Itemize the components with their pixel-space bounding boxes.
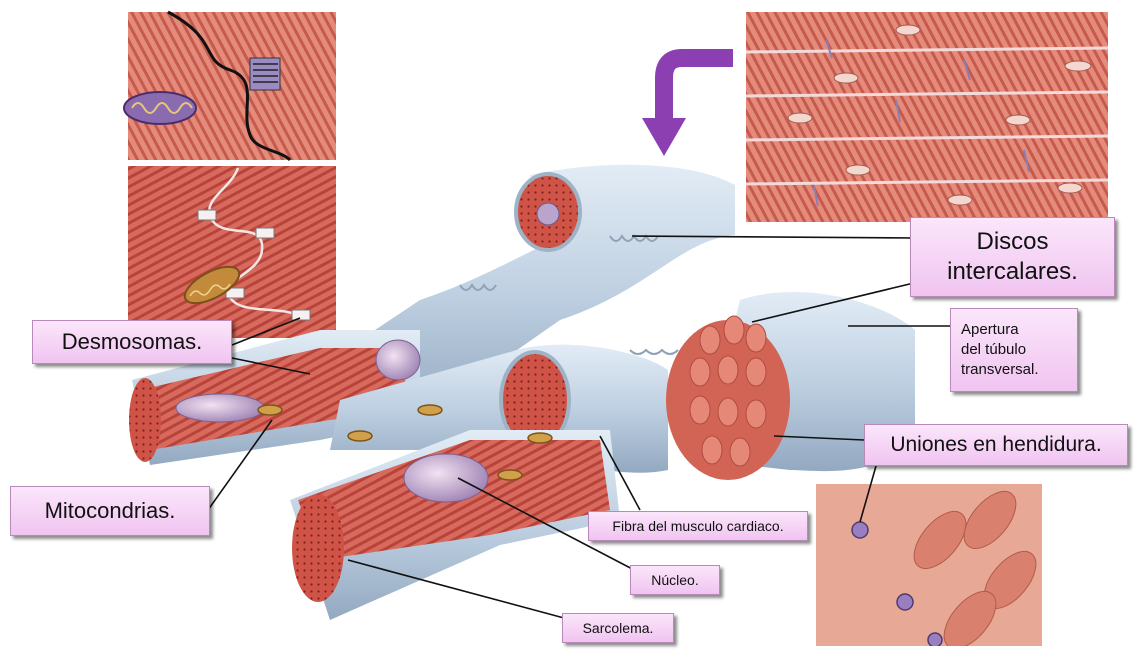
- label-nucleo: Núcleo.: [630, 565, 720, 595]
- inset-mid-left: [128, 166, 336, 338]
- label-desmosomas: Desmosomas.: [32, 320, 232, 364]
- label-uniones-hendidura: Uniones en hendidura.: [864, 424, 1128, 466]
- inset-gap-junction: [816, 482, 1046, 646]
- curved-down-arrow-icon: [642, 58, 733, 156]
- label-fibra-musculo-cardiaco: Fibra del musculo cardiaco.: [588, 511, 808, 541]
- label-sarcolema: Sarcolema.: [562, 613, 674, 643]
- label-apertura-tubulo: Apertura del túbulo transversal.: [950, 308, 1078, 392]
- inset-histology: [746, 12, 1108, 222]
- inset-top-left: [124, 12, 336, 160]
- label-mitocondrias: Mitocondrias.: [10, 486, 210, 536]
- label-discos-intercalares: Discos intercalares.: [910, 217, 1115, 297]
